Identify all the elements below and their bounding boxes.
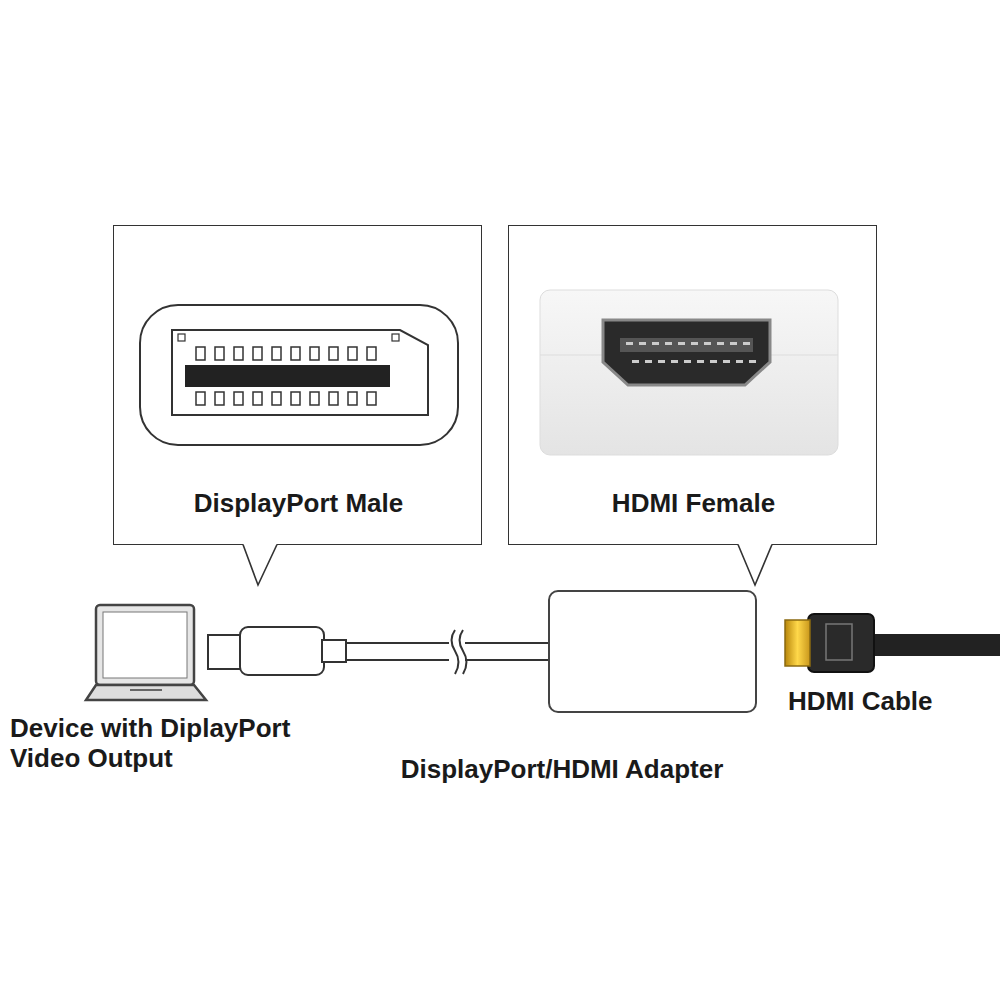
component-label: DisplayPort/HDMI Adapter (372, 754, 752, 784)
pin (196, 392, 205, 405)
pin (310, 392, 319, 405)
pin (632, 360, 639, 363)
pin (272, 347, 281, 360)
pin (652, 342, 659, 345)
pin (743, 342, 750, 345)
displayport-plug (208, 627, 549, 675)
callout-label: DisplayPort Male (114, 488, 483, 518)
pin (329, 347, 338, 360)
pin (697, 360, 704, 363)
latch (392, 334, 399, 341)
pin (215, 347, 224, 360)
pin (684, 360, 691, 363)
pin (665, 342, 672, 345)
latch (178, 334, 185, 341)
pin (291, 347, 300, 360)
hdmi-cable (785, 614, 1000, 672)
pin (253, 347, 262, 360)
pin (329, 392, 338, 405)
pin (678, 342, 685, 345)
pin (704, 342, 711, 345)
pin (691, 342, 698, 345)
laptop-icon (86, 605, 206, 700)
pin (253, 392, 262, 405)
pin (723, 360, 730, 363)
pin (310, 347, 319, 360)
pin (234, 347, 243, 360)
cable-label: HDMI Cable (788, 686, 993, 716)
callout-label: HDMI Female (509, 488, 878, 518)
pin (348, 347, 357, 360)
pin (730, 342, 737, 345)
device-label: Device with DiplayPort Video Output (10, 713, 360, 773)
pin (348, 392, 357, 405)
pin (658, 360, 665, 363)
hdmi-port-face (540, 290, 838, 455)
adapter-box: DisplayPort/HDMI Adapter (548, 590, 757, 713)
pin (645, 360, 652, 363)
callout-box: DisplayPort Male (113, 225, 482, 545)
pin (639, 342, 646, 345)
pin (367, 347, 376, 360)
pin (717, 342, 724, 345)
pin (234, 392, 243, 405)
pin (710, 360, 717, 363)
pin (736, 360, 743, 363)
pin (291, 392, 300, 405)
pin (272, 392, 281, 405)
callout-tail (243, 544, 277, 585)
pin (671, 360, 678, 363)
pin (196, 347, 205, 360)
pin (367, 392, 376, 405)
pin (626, 342, 633, 345)
pin (215, 392, 224, 405)
callout-tail (738, 544, 772, 585)
callout-box: HDMI Female (508, 225, 877, 545)
pin (749, 360, 756, 363)
displayport-face (140, 305, 458, 445)
